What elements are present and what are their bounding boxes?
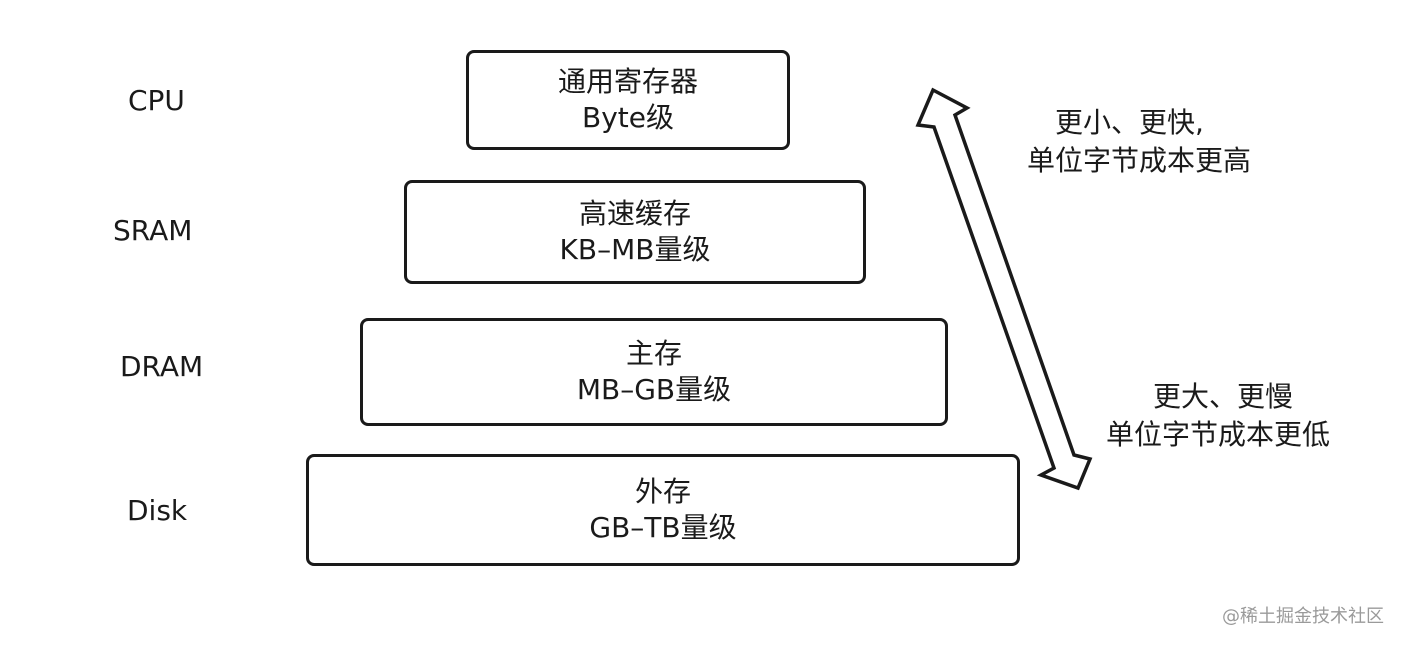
- double-arrow-shape: [915, 87, 1093, 491]
- level-label-disk: Disk: [127, 494, 188, 527]
- box-size: MB–GB量级: [576, 373, 732, 406]
- memory-box-cache: 高速缓存 KB–MB量级: [404, 180, 866, 284]
- note-top-line2: 单位字节成本更高: [1027, 144, 1252, 177]
- memory-box-main: 主存 MB–GB量级: [360, 318, 948, 426]
- memory-box-external: 外存 GB–TB量级: [306, 454, 1020, 566]
- box-title: 通用寄存器: [557, 65, 698, 98]
- note-bottom: 更大、更慢: [1153, 378, 1293, 416]
- level-label-sram: SRAM: [113, 214, 193, 247]
- level-label-dram: DRAM: [120, 350, 204, 383]
- watermark: @稀土掘金技术社区: [1222, 606, 1384, 627]
- box-size: GB–TB量级: [589, 511, 737, 544]
- box-title: 高速缓存: [578, 197, 691, 230]
- box-title: 主存: [625, 337, 682, 370]
- note-bottom-line1: 更大、更慢: [1153, 380, 1294, 413]
- note-top-line1: 更小、更快,: [1055, 106, 1204, 139]
- note-bottom-line2: 单位字节成本更低: [1106, 418, 1331, 451]
- note-top-2: 单位字节成本更高: [1027, 142, 1251, 180]
- memory-box-registers: 通用寄存器 Byte级: [466, 50, 790, 150]
- box-title: 外存: [634, 475, 691, 508]
- note-bottom-2: 单位字节成本更低: [1106, 416, 1330, 454]
- box-size: Byte级: [582, 101, 674, 134]
- note-top: 更小、更快,: [1055, 104, 1204, 142]
- level-label-cpu: CPU: [128, 84, 185, 117]
- box-size: KB–MB量级: [559, 233, 711, 266]
